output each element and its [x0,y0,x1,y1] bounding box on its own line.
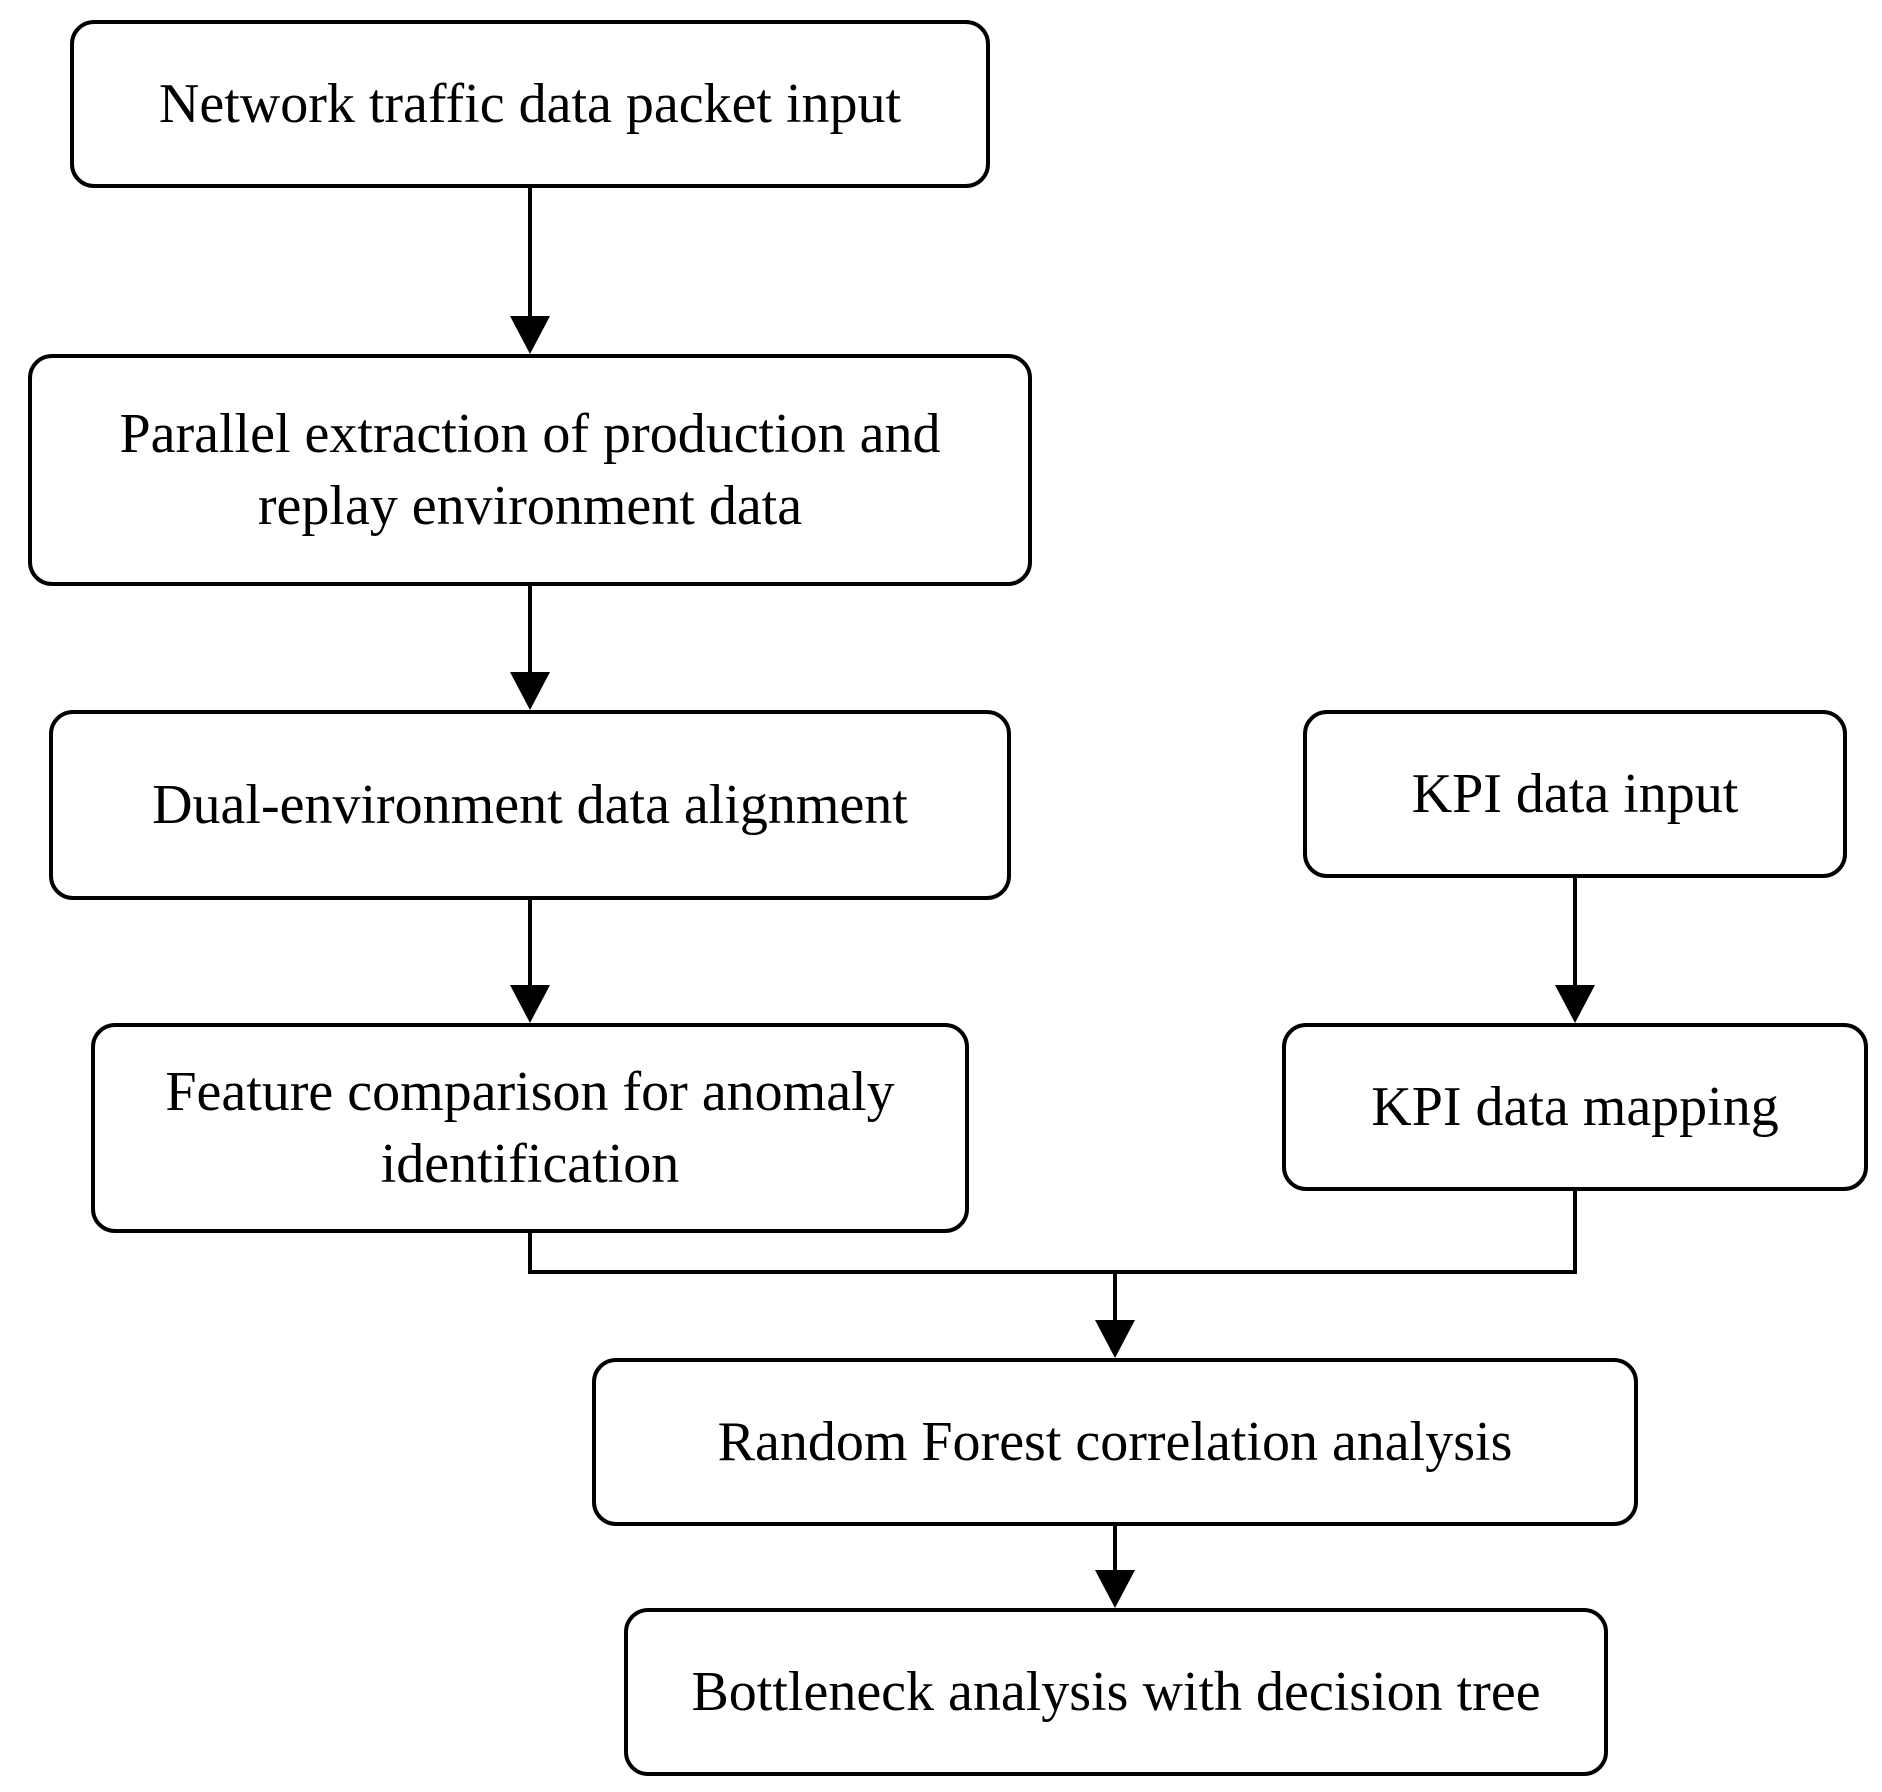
edge-n3-n4 [510,900,550,1023]
node-network-traffic-input: Network traffic data packet input [70,20,990,188]
edge-n5-n6 [1555,878,1595,1023]
node-bottleneck-analysis: Bottleneck analysis with decision tree [624,1608,1608,1776]
node-label: Dual-environment data alignment [152,774,908,836]
node-random-forest-analysis: Random Forest correlation analysis [592,1358,1638,1526]
node-kpi-data-input: KPI data input [1303,710,1847,878]
node-label: Feature comparison for anomaly identific… [165,1061,895,1195]
edge-n7-n8 [1095,1526,1135,1608]
node-label: Parallel extraction of production and re… [119,403,941,537]
node-feature-comparison: Feature comparison for anomaly identific… [91,1023,969,1233]
node-dual-environment-alignment: Dual-environment data alignment [49,710,1011,900]
node-label: Random Forest correlation analysis [717,1411,1513,1473]
node-label: Bottleneck analysis with decision tree [691,1661,1541,1723]
edge-n2-n3 [510,586,550,710]
edge-merge-to-n7 [528,1191,1577,1358]
node-label: KPI data mapping [1371,1076,1779,1138]
node-kpi-data-mapping: KPI data mapping [1282,1023,1868,1191]
node-label: Network traffic data packet input [158,73,902,135]
node-parallel-extraction: Parallel extraction of production and re… [28,354,1032,586]
edge-n1-n2 [510,188,550,354]
node-label: KPI data input [1411,763,1739,825]
